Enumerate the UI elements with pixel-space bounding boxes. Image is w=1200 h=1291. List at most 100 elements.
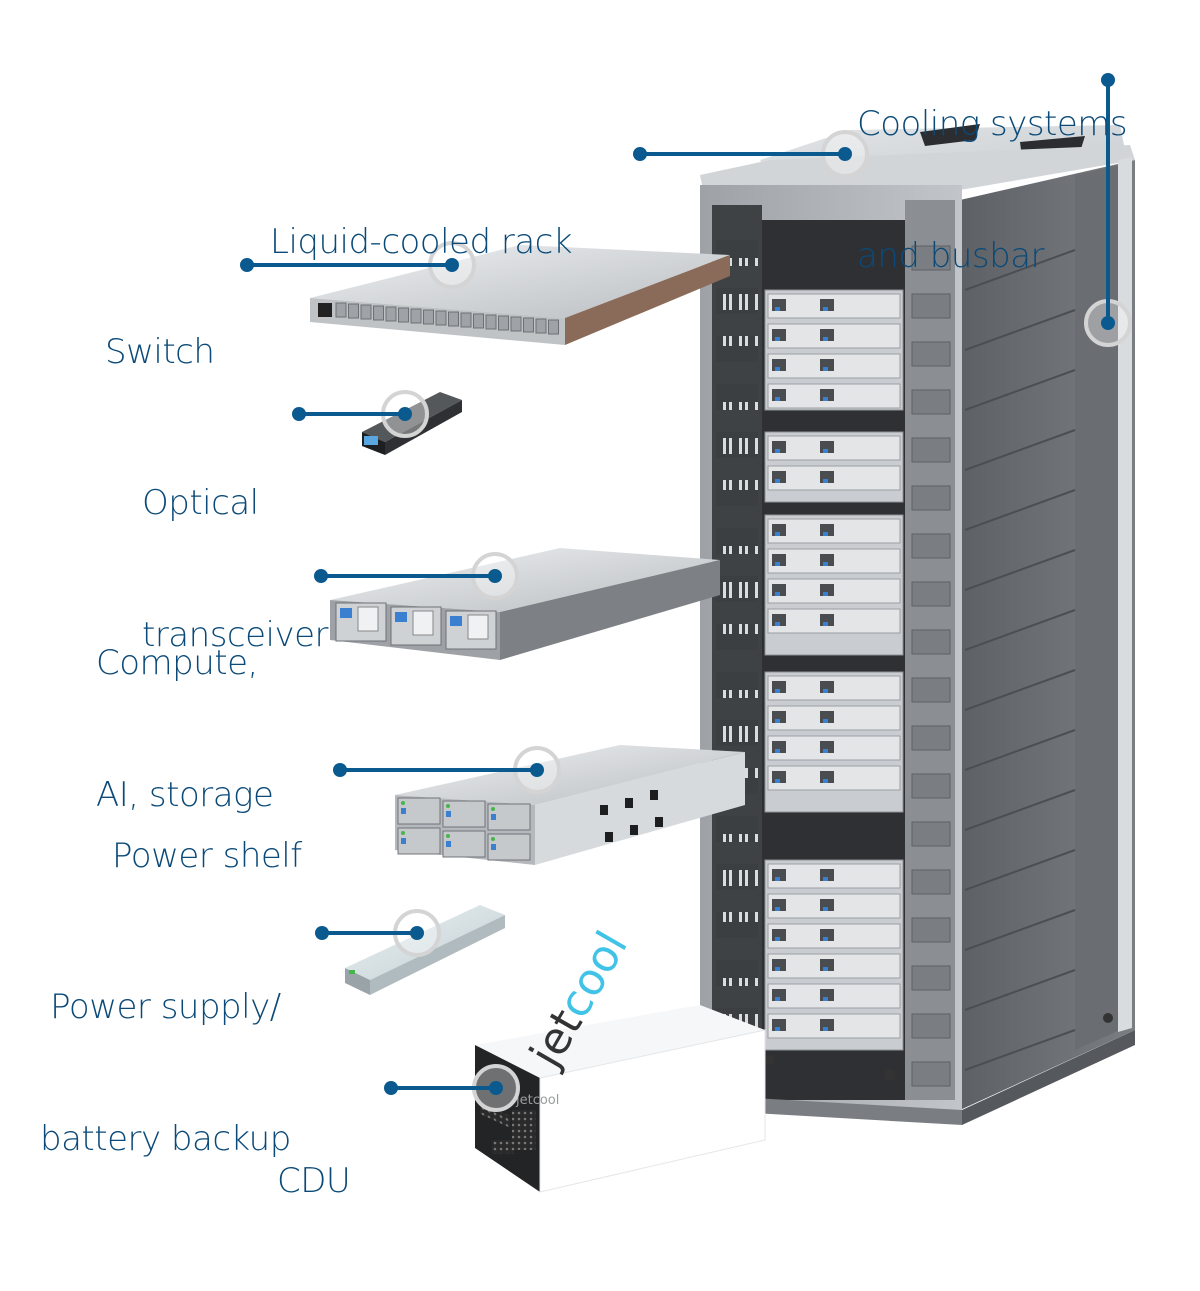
leader-liquid-cooled-rack — [633, 130, 869, 178]
leader-power-supply — [315, 909, 441, 957]
switch-port — [548, 319, 559, 335]
post-vent — [911, 485, 951, 511]
post-vent — [716, 576, 758, 602]
post-vent — [911, 725, 951, 751]
rack-side-rail — [1075, 165, 1120, 1050]
post-vent — [716, 864, 758, 890]
panel-seam — [964, 609, 1076, 651]
leader-dot-icon — [240, 258, 254, 272]
cdu-side-brand: jetcool — [515, 1093, 559, 1108]
label-compute-ai-storage: Compute, AI, storage — [96, 643, 274, 815]
server-node — [767, 863, 901, 889]
panel-seam — [964, 1029, 1076, 1071]
leader-dot-icon — [838, 147, 852, 161]
post-vent — [716, 816, 758, 842]
post-vent — [716, 672, 758, 698]
panel-seam — [964, 849, 1076, 891]
leader-dot-icon — [530, 763, 544, 777]
leader-cdu — [384, 1064, 520, 1112]
switch-port — [360, 304, 372, 320]
post-vent — [716, 384, 758, 410]
switch-port — [485, 314, 497, 330]
leader-compute — [314, 552, 519, 600]
leader-dot-icon — [489, 1081, 503, 1095]
vent-hole — [630, 825, 638, 835]
rack-diagram: jetcool jetcool Cooling systems and busb… — [40, 73, 1135, 1201]
cooling-port — [920, 124, 980, 146]
label-optical-transceiver: Optical transceiver — [142, 483, 328, 655]
post-vent — [911, 869, 951, 895]
post-vent — [716, 960, 758, 986]
post-vent — [911, 821, 951, 847]
switch-port — [498, 315, 509, 331]
label-cooling-systems-busbar: Cooling systems and busbar — [857, 104, 1128, 276]
vent-hole — [600, 805, 608, 815]
leader-dot-icon — [315, 926, 329, 940]
switch-port — [373, 305, 384, 321]
post-vent — [911, 1013, 951, 1039]
leader-power-shelf — [333, 746, 561, 794]
post-vent — [911, 677, 951, 703]
post-vent — [716, 336, 758, 362]
panel-seam — [964, 969, 1076, 1011]
label-cdu: CDU — [277, 1161, 351, 1201]
label-power-supply-battery: Power supply/ battery backup — [40, 987, 291, 1159]
switch-port — [523, 317, 534, 333]
label-liquid-cooled-rack: Liquid-cooled rack — [270, 222, 573, 262]
vent-hole — [655, 817, 663, 827]
post-vent — [716, 432, 758, 458]
label-power-shelf: Power shelf — [112, 836, 302, 876]
leader-dot-icon — [314, 569, 328, 583]
switch-port — [335, 302, 347, 318]
post-vent — [911, 629, 951, 655]
switch-port — [410, 308, 422, 324]
rack-illustration: jetcool jetcool — [240, 73, 1135, 1193]
leader-optical-transceiver — [292, 390, 429, 438]
post-vent — [911, 533, 951, 559]
post-vent — [716, 720, 758, 746]
panel-seam — [964, 789, 1076, 831]
switch-port — [385, 306, 397, 322]
leader-dot-icon — [333, 763, 347, 777]
switch-port — [435, 310, 447, 326]
post-vent — [911, 293, 951, 319]
leader-dot-icon — [1101, 73, 1115, 87]
side-panel-seams — [964, 249, 1076, 1071]
server-node — [767, 608, 901, 634]
post-vent — [911, 389, 951, 415]
switch-port — [510, 316, 522, 332]
vent-hole — [605, 832, 613, 842]
leader-dot-icon — [410, 926, 424, 940]
post-vent — [911, 437, 951, 463]
vent-hole — [625, 798, 633, 808]
switch-port — [398, 307, 409, 323]
switch-port — [473, 313, 484, 329]
panel-seam — [964, 669, 1076, 711]
server-node — [767, 293, 901, 319]
post-vent — [716, 528, 758, 554]
leader-cooling-busbar — [1084, 73, 1132, 347]
switch-device — [310, 245, 730, 345]
switch-port — [535, 318, 547, 334]
post-vent — [911, 965, 951, 991]
panel-seam — [964, 369, 1076, 411]
post-vent — [911, 581, 951, 607]
leader-switch — [240, 241, 476, 289]
panel-seam — [964, 549, 1076, 591]
leader-dot-icon — [488, 569, 502, 583]
post-vent — [911, 341, 951, 367]
caster — [765, 1055, 775, 1065]
post-vent — [911, 1061, 951, 1087]
cdu-device: jetcool jetcool — [475, 923, 766, 1193]
power-shelf-device — [395, 745, 745, 865]
leader-dot-icon — [445, 258, 459, 272]
post-vent — [911, 245, 951, 271]
caster — [884, 1069, 896, 1081]
vent-hole — [650, 790, 658, 800]
panel-seam — [964, 309, 1076, 351]
leader-dot-icon — [292, 407, 306, 421]
label-switch: Switch — [105, 332, 215, 372]
callout-leaders — [240, 73, 1132, 1112]
switch-port — [348, 303, 359, 319]
panel-seam — [964, 489, 1076, 531]
